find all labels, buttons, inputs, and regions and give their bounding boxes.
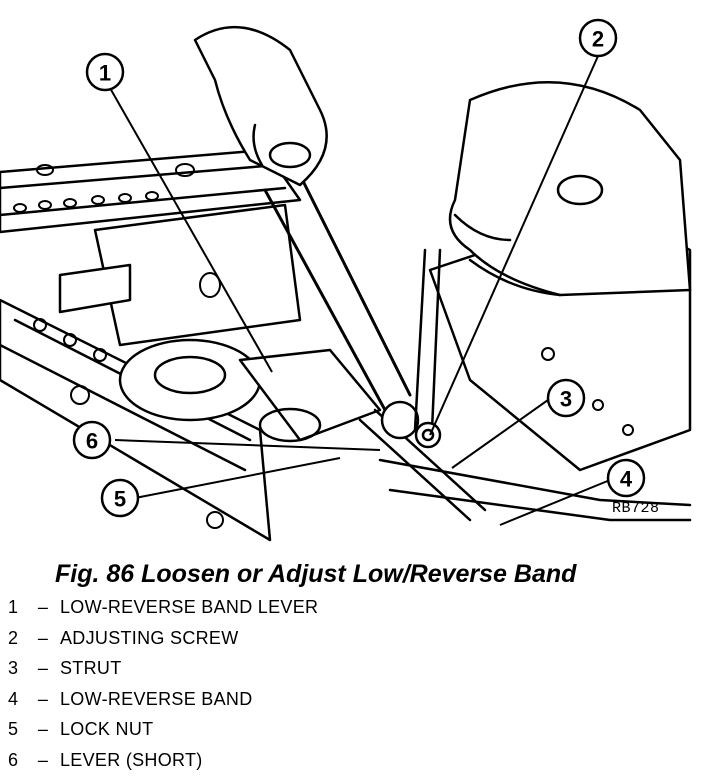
line-drawing: 1 2 3 4 5 6	[0, 0, 704, 560]
legend-label: LOCK NUT	[60, 719, 153, 739]
callout-4-label: 4	[620, 467, 633, 492]
drawing-id: RB728	[612, 500, 660, 517]
legend-item: 6–LEVER (SHORT)	[8, 750, 318, 780]
legend-label: LEVER (SHORT)	[60, 750, 203, 770]
callout-6-label: 6	[86, 429, 98, 454]
callout-5-label: 5	[114, 487, 126, 512]
legend-label: ADJUSTING SCREW	[60, 628, 239, 648]
callout-2-label: 2	[592, 27, 604, 52]
legend-item: 1–LOW-REVERSE BAND LEVER	[8, 597, 318, 628]
transmission-illustration: 1 2 3 4 5 6 RB728	[0, 0, 704, 560]
legend-item: 4–LOW-REVERSE BAND	[8, 689, 318, 720]
legend-list: 1–LOW-REVERSE BAND LEVER 2–ADJUSTING SCR…	[8, 597, 318, 780]
legend-item: 3–STRUT	[8, 658, 318, 689]
callout-3-label: 3	[560, 387, 572, 412]
callout-1-label: 1	[99, 61, 111, 86]
legend-item: 2–ADJUSTING SCREW	[8, 628, 318, 659]
legend-item: 5–LOCK NUT	[8, 719, 318, 750]
figure-caption: Fig. 86 Loosen or Adjust Low/Reverse Ban…	[55, 560, 576, 589]
legend-label: STRUT	[60, 658, 122, 678]
legend-label: LOW-REVERSE BAND	[60, 689, 253, 709]
legend-label: LOW-REVERSE BAND LEVER	[60, 597, 318, 617]
